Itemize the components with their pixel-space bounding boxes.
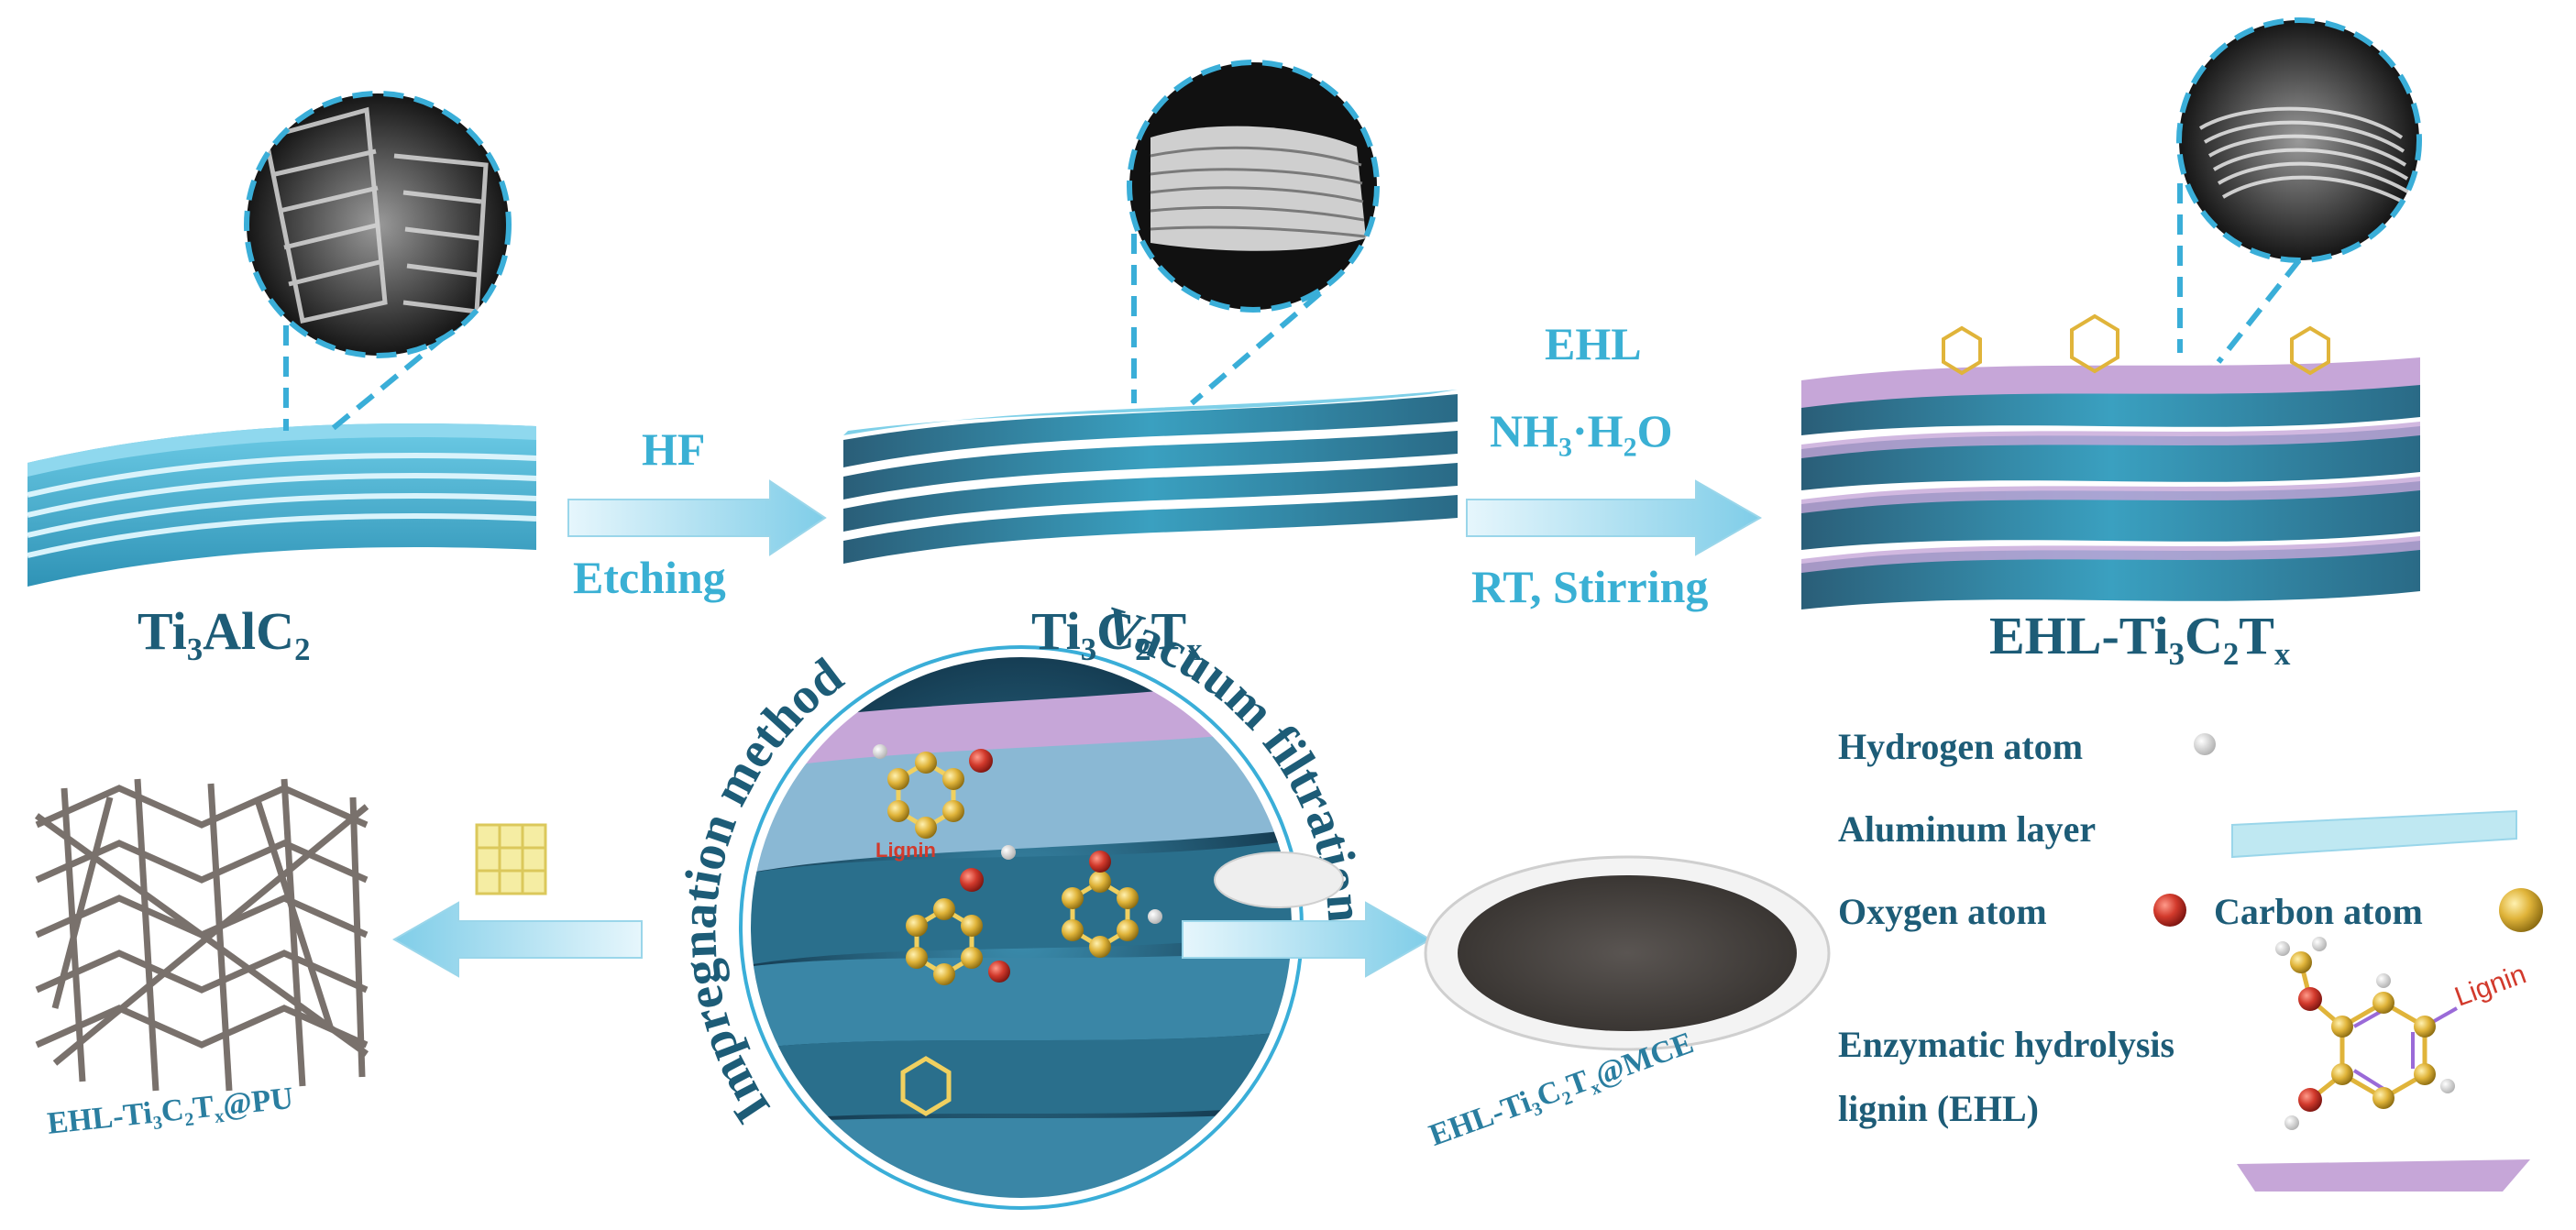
mce-membrane-icon <box>1214 851 1344 908</box>
label-ti3c2tx: Ti3C2Tx <box>1031 601 1203 668</box>
arrow-vacuum-filtration <box>1182 901 1433 978</box>
aluminum-layer-icon <box>2231 809 2517 859</box>
molecule-lignin-tag: Lignin <box>875 839 936 862</box>
label-nh3-h2o: NH3·H2O <box>1490 405 1673 463</box>
ti3c2tx-stack <box>843 390 1458 564</box>
label-rt-stirring: RT, Stirring <box>1471 561 1709 612</box>
legend-aluminum-label: Aluminum layer <box>1838 808 2097 850</box>
arrow-ehl-stirring <box>1466 479 1763 556</box>
legend-ehl-line2: lignin (EHL) <box>1838 1088 2039 1129</box>
label-ti3alc2: Ti3AlC2 <box>138 601 311 668</box>
legend-carbon-label: Carbon atom <box>2214 891 2423 932</box>
label-ehl: EHL <box>1545 318 1642 369</box>
sem-image-ti3c2tx <box>1127 60 1380 406</box>
mce-disc-image <box>1424 855 1831 1051</box>
legend-oxygen-label: Oxygen atom <box>1838 891 2047 932</box>
label-hf: HF <box>642 423 706 475</box>
ti3alc2-block <box>27 423 537 587</box>
oxygen-atom-icon <box>2153 894 2186 927</box>
pu-foam-image <box>34 778 369 1092</box>
ehl-ti3c2tx-stack <box>1801 313 2420 610</box>
legend-hydrogen-label: Hydrogen atom <box>1838 726 2084 767</box>
hydrogen-atom-icon <box>2194 733 2216 755</box>
label-etching: Etching <box>573 552 726 603</box>
sem-image-ehl-ti3c2tx <box>2176 17 2422 364</box>
pu-cube-icon <box>475 823 547 895</box>
ehl-molecule-icon: Lignin <box>2237 937 2530 1192</box>
carbon-atom-icon <box>2499 888 2543 932</box>
arrow-impregnation <box>391 901 643 978</box>
legend-lignin-tag: Lignin <box>2450 959 2530 1012</box>
arrow-etching <box>567 479 827 556</box>
label-ehl-ti3c2tx: EHL-Ti3C2Tx <box>1989 606 2291 673</box>
sem-image-ti3alc2 <box>244 91 512 434</box>
legend-ehl-line1: Enzymatic hydrolysis <box>1838 1024 2175 1065</box>
